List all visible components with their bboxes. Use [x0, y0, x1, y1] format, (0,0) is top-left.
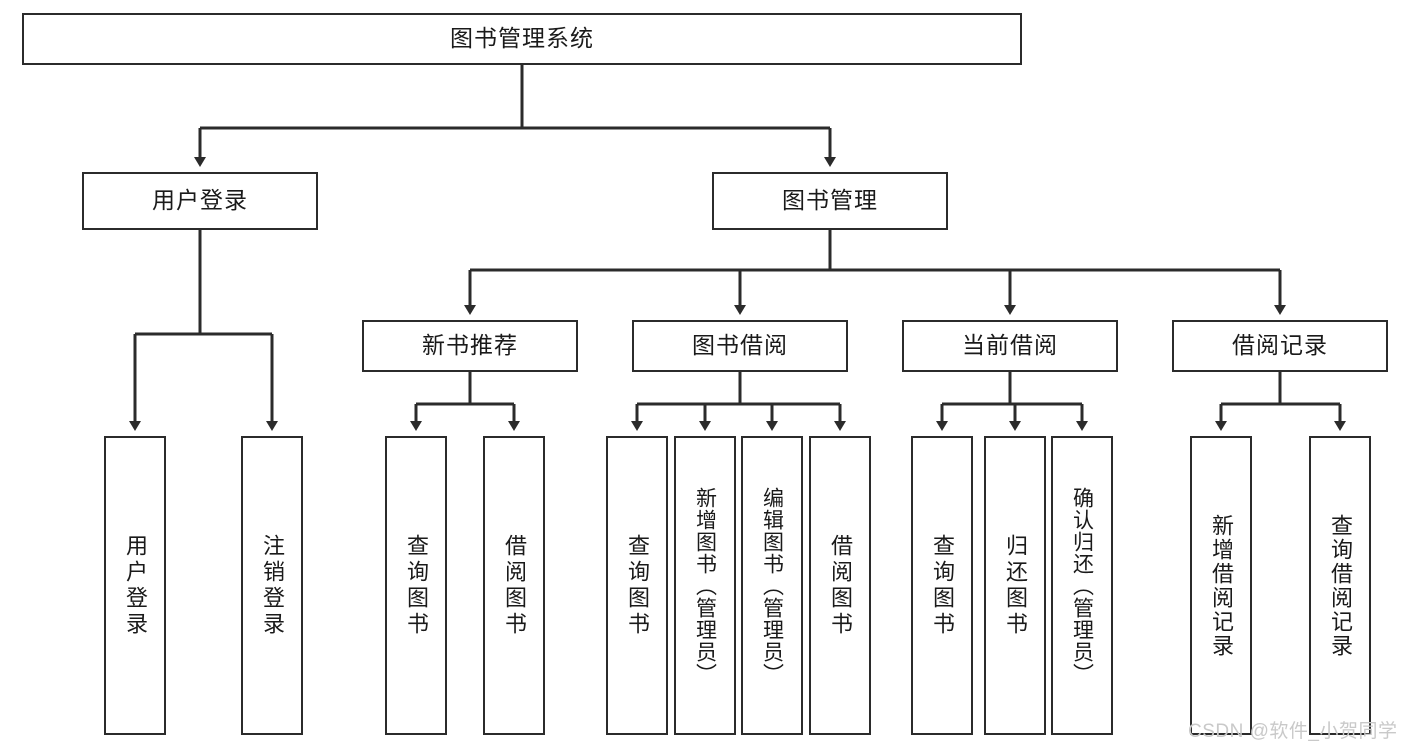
leaf-confirm-return[interactable]: 确认归还（管理员）: [1051, 436, 1113, 735]
edges-currentborrow-to-leaves: [936, 372, 1088, 431]
leaf-query-book-1-label: 查询图书: [404, 533, 429, 638]
node-book-manage-label: 图书管理: [782, 187, 878, 214]
node-root[interactable]: 图书管理系统: [22, 13, 1022, 65]
leaf-return-book[interactable]: 归还图书: [984, 436, 1046, 735]
node-borrow-record[interactable]: 借阅记录: [1172, 320, 1388, 372]
leaf-return-book-label: 归还图书: [1003, 533, 1028, 638]
node-borrow-record-label: 借阅记录: [1232, 332, 1328, 359]
leaf-query-book-2[interactable]: 查询图书: [606, 436, 668, 735]
node-current-borrow[interactable]: 当前借阅: [902, 320, 1118, 372]
node-book-borrow-label: 图书借阅: [692, 332, 788, 359]
leaf-add-record-label: 新增借阅记录: [1209, 513, 1234, 658]
leaf-query-record-label: 查询借阅记录: [1328, 513, 1353, 658]
leaf-query-record[interactable]: 查询借阅记录: [1309, 436, 1371, 735]
node-current-borrow-label: 当前借阅: [962, 332, 1058, 359]
leaf-query-book-3-label: 查询图书: [930, 533, 955, 638]
leaf-user-logout-label: 注销登录: [260, 533, 285, 638]
leaf-borrow-book-1[interactable]: 借阅图书: [483, 436, 545, 735]
edges-userlogin-to-leaves: [129, 230, 278, 431]
leaf-edit-book[interactable]: 编辑图书（管理员）: [741, 436, 803, 735]
leaf-query-book-1[interactable]: 查询图书: [385, 436, 447, 735]
edges-newbook-to-leaves: [410, 372, 520, 431]
leaf-add-book[interactable]: 新增图书（管理员）: [674, 436, 736, 735]
node-book-borrow[interactable]: 图书借阅: [632, 320, 848, 372]
node-new-book-recommend-label: 新书推荐: [422, 332, 518, 359]
node-user-login-label: 用户登录: [152, 187, 248, 214]
leaf-user-login-label: 用户登录: [123, 533, 148, 638]
leaf-confirm-return-label: 确认归还（管理员）: [1070, 486, 1094, 685]
leaf-query-book-3[interactable]: 查询图书: [911, 436, 973, 735]
leaf-query-book-2-label: 查询图书: [625, 533, 650, 638]
edges-root-to-level2: [194, 65, 836, 167]
leaf-borrow-book-1-label: 借阅图书: [502, 533, 527, 638]
edges-borrowrecord-to-leaves: [1215, 372, 1346, 431]
leaf-user-login[interactable]: 用户登录: [104, 436, 166, 735]
node-book-manage[interactable]: 图书管理: [712, 172, 948, 230]
node-root-label: 图书管理系统: [450, 25, 594, 52]
leaf-borrow-book-2-label: 借阅图书: [828, 533, 853, 638]
csdn-watermark: CSDN @软件_小贺同学: [1188, 721, 1398, 742]
leaf-user-logout[interactable]: 注销登录: [241, 436, 303, 735]
edges-bookborrow-to-leaves: [631, 372, 846, 431]
leaf-add-book-label: 新增图书（管理员）: [693, 486, 717, 685]
leaf-borrow-book-2[interactable]: 借阅图书: [809, 436, 871, 735]
leaf-edit-book-label: 编辑图书（管理员）: [760, 486, 784, 685]
leaf-add-record[interactable]: 新增借阅记录: [1190, 436, 1252, 735]
node-user-login[interactable]: 用户登录: [82, 172, 318, 230]
node-new-book-recommend[interactable]: 新书推荐: [362, 320, 578, 372]
edges-bookmanage-to-level3: [464, 230, 1286, 315]
